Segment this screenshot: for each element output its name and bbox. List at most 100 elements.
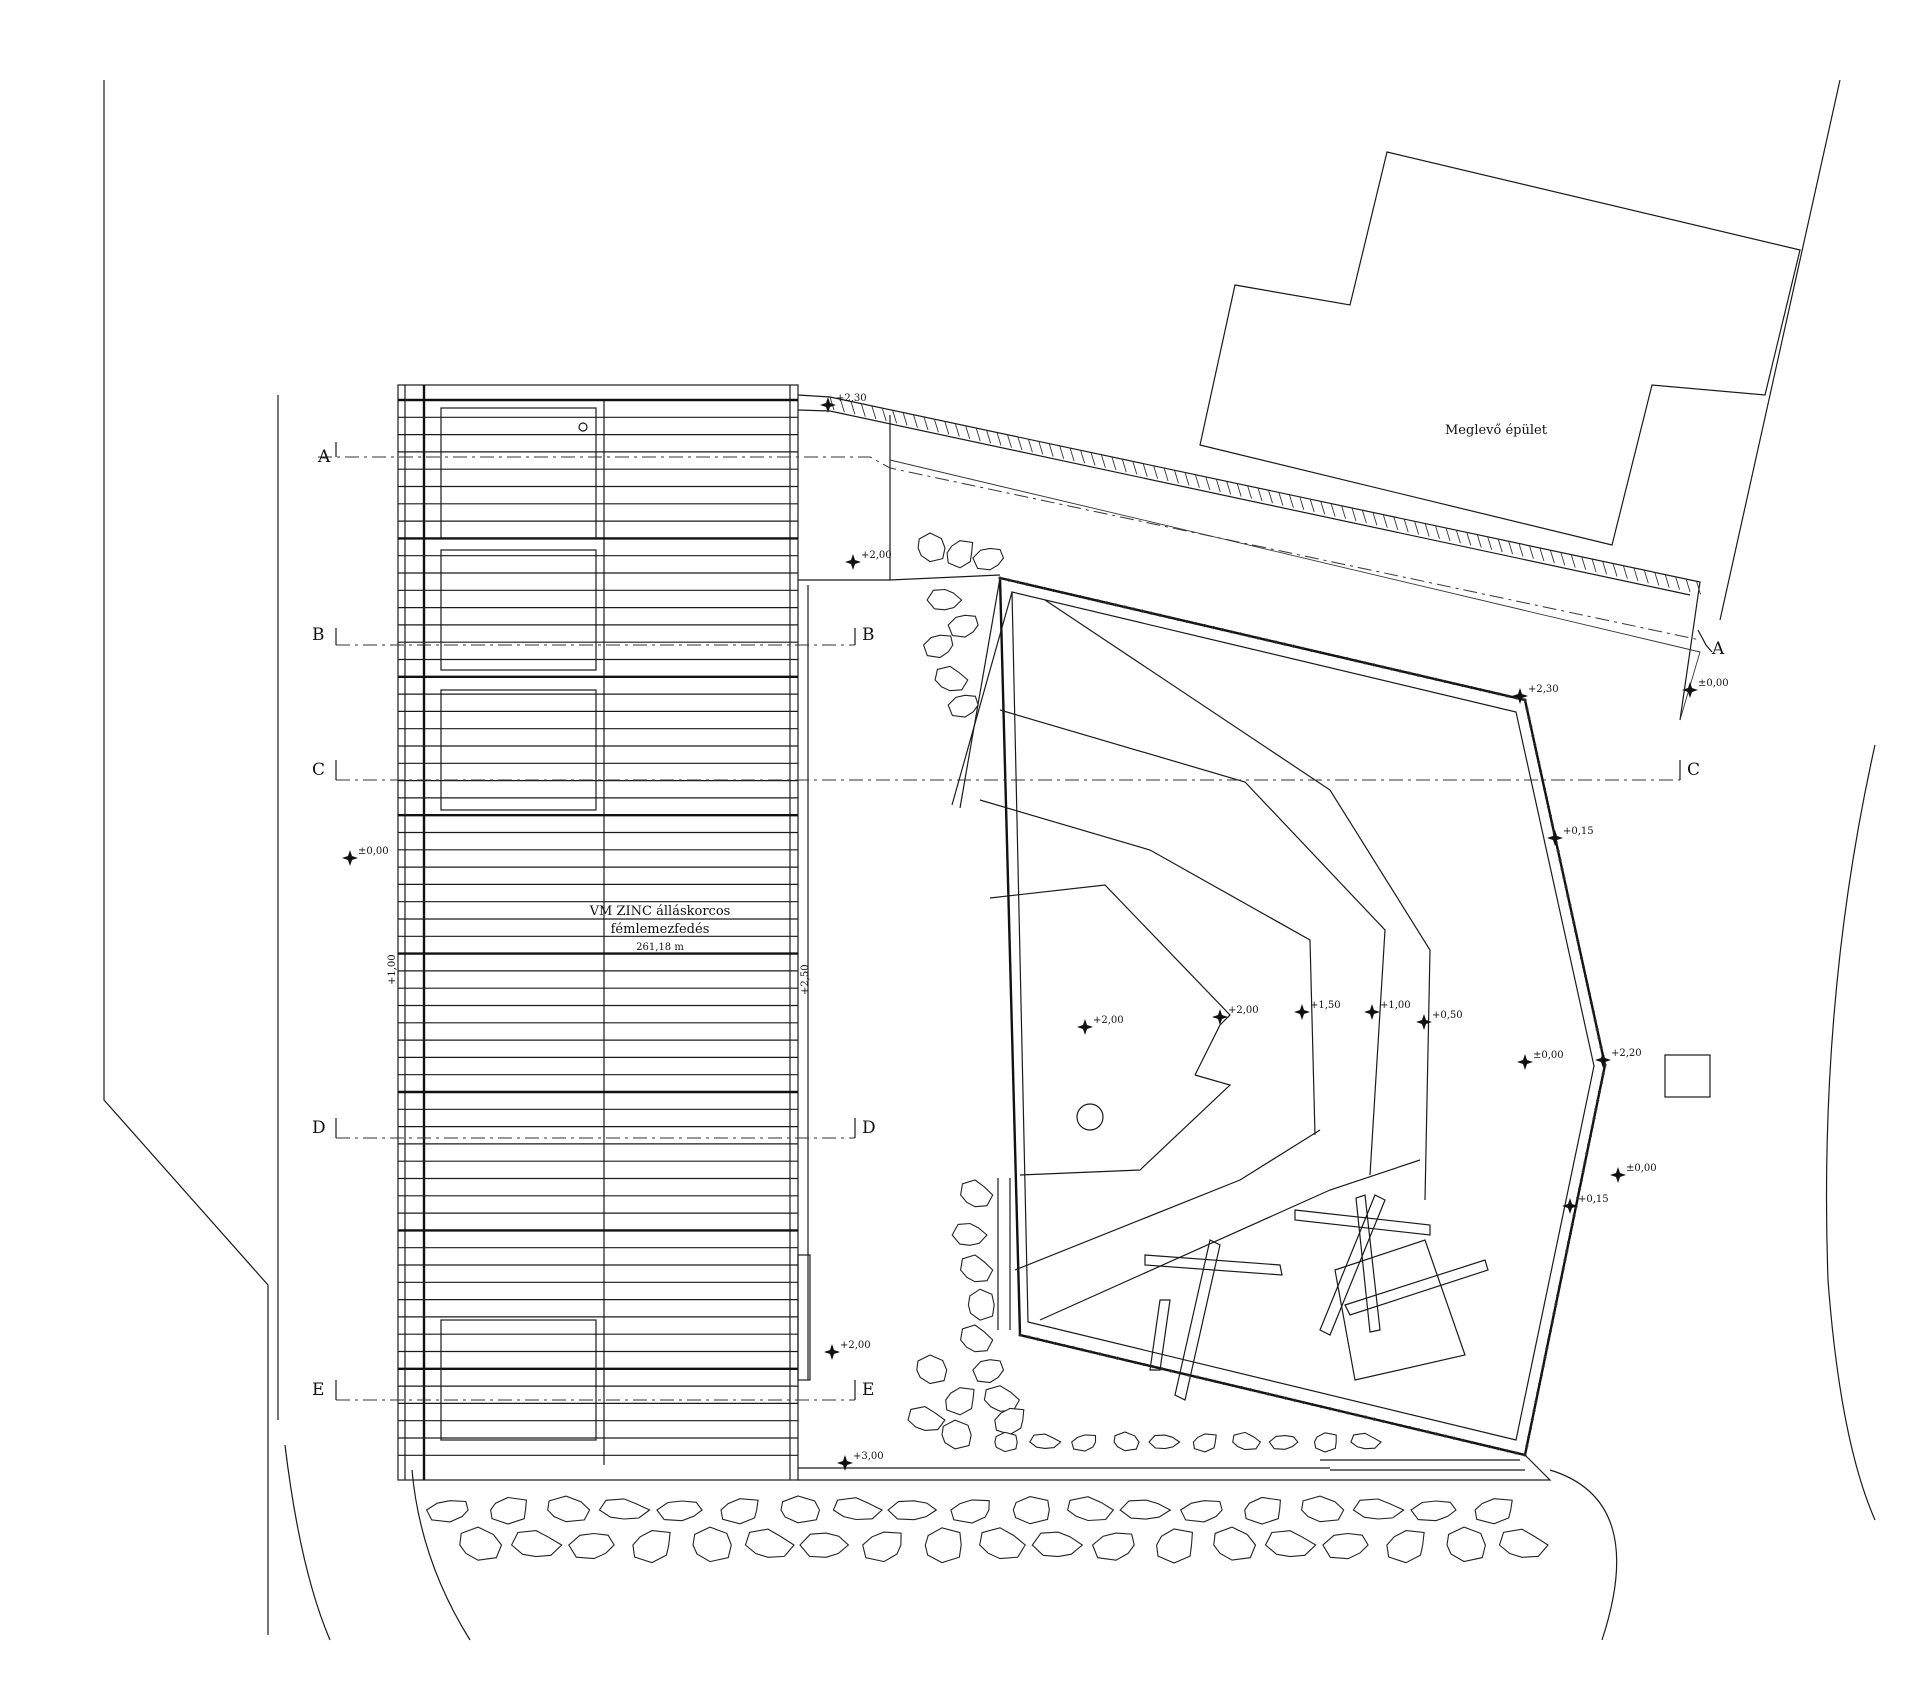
- boulder: [510, 1530, 563, 1558]
- courtyard-hatch-mark: [1585, 983, 1589, 987]
- wall-hatch-mark: [1487, 536, 1493, 551]
- wall-hatch-mark: [1602, 561, 1608, 575]
- courtyard-hatch-mark: [1142, 1362, 1146, 1367]
- courtyard-hatch-mark: [1416, 673, 1420, 677]
- wall-hatch-mark: [975, 427, 981, 442]
- wall-hatch-mark: [1278, 492, 1284, 506]
- courtyard-hatch-mark: [1564, 885, 1568, 889]
- roof-label-3: 261,18 m: [636, 942, 684, 953]
- wall-hatch-mark: [1027, 439, 1033, 453]
- boulder: [632, 1530, 671, 1564]
- courtyard-hatch-mark: [1587, 1143, 1591, 1147]
- wall-hatch-mark: [902, 412, 908, 426]
- courtyard-hatch-mark: [1194, 621, 1198, 626]
- courtyard-hatch-mark: [1417, 1428, 1421, 1432]
- wall-hatch-mark: [1529, 545, 1534, 559]
- level-marker-step_200: +2,00: [1212, 1005, 1259, 1025]
- level-symbol: [1212, 1009, 1228, 1025]
- courtyard-hatch-mark: [1284, 1396, 1288, 1400]
- courtyard-hatch-mark: [1336, 655, 1340, 659]
- courtyard-hatch-mark: [1537, 1382, 1542, 1386]
- level-symbol: [342, 850, 358, 866]
- level-symbol: [820, 397, 836, 413]
- courtyard-hatch-mark: [1545, 1347, 1549, 1351]
- courtyard-hatch-mark: [1548, 1329, 1553, 1333]
- courtyard-hatch-mark: [1007, 578, 1011, 582]
- level-marker-bottom_300: +3,00: [837, 1451, 884, 1471]
- section-B-left: B: [312, 625, 325, 645]
- courtyard-hatch-mark: [1354, 659, 1358, 663]
- boulder: [1498, 1528, 1549, 1558]
- wall-hatch-mark: [1696, 581, 1701, 595]
- wall-hatch-mark: [1268, 490, 1273, 504]
- courtyard-hatch-mark: [1327, 652, 1331, 657]
- courtyard-hatch-mark: [1107, 1354, 1111, 1358]
- courtyard-hatch-mark: [1151, 1365, 1155, 1369]
- courtyard-hatch-mark: [1098, 1352, 1102, 1356]
- section-E-left: E: [312, 1380, 324, 1400]
- courtyard-hatch-mark: [1016, 580, 1020, 584]
- courtyard-hatch-mark: [1051, 588, 1055, 592]
- courtyard-hatch-mark: [1461, 1438, 1465, 1442]
- courtyard: [951, 576, 1607, 1471]
- north-wall: [318, 394, 1701, 721]
- level-marker-east_100: ±0,00: [1610, 1163, 1657, 1183]
- boulder: [972, 1359, 1005, 1384]
- courtyard-hatch-mark: [1562, 876, 1566, 880]
- courtyard-hatch-mark: [1452, 1436, 1456, 1440]
- boulder: [1350, 1432, 1382, 1450]
- courtyard-hatch-mark: [1565, 1249, 1569, 1253]
- courtyard-hatch-mark: [1599, 1045, 1603, 1049]
- boulder: [1148, 1434, 1181, 1450]
- courtyard-hatch-mark: [1548, 814, 1552, 818]
- courtyard-hatch-mark: [1505, 694, 1509, 698]
- boulder: [1119, 1499, 1172, 1520]
- courtyard-hatch-mark: [1588, 1134, 1593, 1138]
- courtyard-hatch-mark: [1583, 1160, 1587, 1165]
- level-value: +2,00: [1228, 1005, 1259, 1016]
- courtyard-hatch-mark: [1045, 1339, 1049, 1343]
- boulder: [1264, 1530, 1317, 1558]
- wall-hatch-mark: [1007, 434, 1012, 448]
- courtyard-hatch-mark: [1381, 1419, 1385, 1423]
- section-lines: B B C C D D E E A A: [312, 442, 1725, 1401]
- courtyard-hatch-mark: [1124, 1358, 1128, 1362]
- courtyard-hatch-mark: [1140, 609, 1144, 613]
- wall-hatch-mark: [1069, 447, 1075, 462]
- wall-hatch-mark: [1194, 474, 1200, 488]
- boulder: [1031, 1531, 1084, 1558]
- wall-hatch: [829, 396, 1701, 595]
- wall-hatch-mark: [1414, 521, 1420, 535]
- section-A-right: A: [1711, 639, 1725, 659]
- courtyard-hatch-mark: [1539, 1373, 1543, 1377]
- boulder: [1179, 1500, 1223, 1523]
- boulder: [1113, 1431, 1140, 1452]
- courtyard-hatch-mark: [1556, 1293, 1560, 1298]
- wall-hatch-mark: [954, 423, 960, 437]
- boulder: [945, 1387, 975, 1416]
- boulder: [1268, 1435, 1299, 1450]
- wall-hatch-mark: [1048, 443, 1054, 457]
- courtyard-hatch-mark: [1576, 1196, 1580, 1200]
- courtyard-hatch-mark: [1309, 648, 1313, 652]
- boulder: [926, 588, 963, 611]
- level-symbol: [1077, 1019, 1093, 1035]
- courtyard-hatch-mark: [1025, 582, 1029, 586]
- courtyard-hatch-mark: [1425, 1430, 1430, 1434]
- wall-hatch-mark: [881, 407, 887, 422]
- courtyard-hatch-mark: [1580, 956, 1584, 960]
- level-marker-side_015b: +0,15: [1562, 1194, 1609, 1214]
- wall-hatch-mark: [1372, 512, 1378, 526]
- courtyard-hatch-mark: [1558, 858, 1562, 862]
- wall-hatch-mark: [1309, 498, 1315, 513]
- wall-hatch-mark: [1153, 465, 1159, 479]
- wall-hatch-mark: [1382, 514, 1388, 528]
- courtyard-hatch-mark: [1550, 823, 1554, 827]
- courtyard-hatch-mark: [1195, 1375, 1199, 1379]
- level-value: +2,00: [1093, 1015, 1124, 1026]
- courtyard-hatch-mark: [1530, 1417, 1534, 1422]
- courtyard-hatch-mark: [1158, 613, 1162, 617]
- wall-hatch-mark: [1393, 516, 1399, 531]
- level-value: +2,00: [840, 1340, 871, 1351]
- boulders: [425, 532, 1549, 1564]
